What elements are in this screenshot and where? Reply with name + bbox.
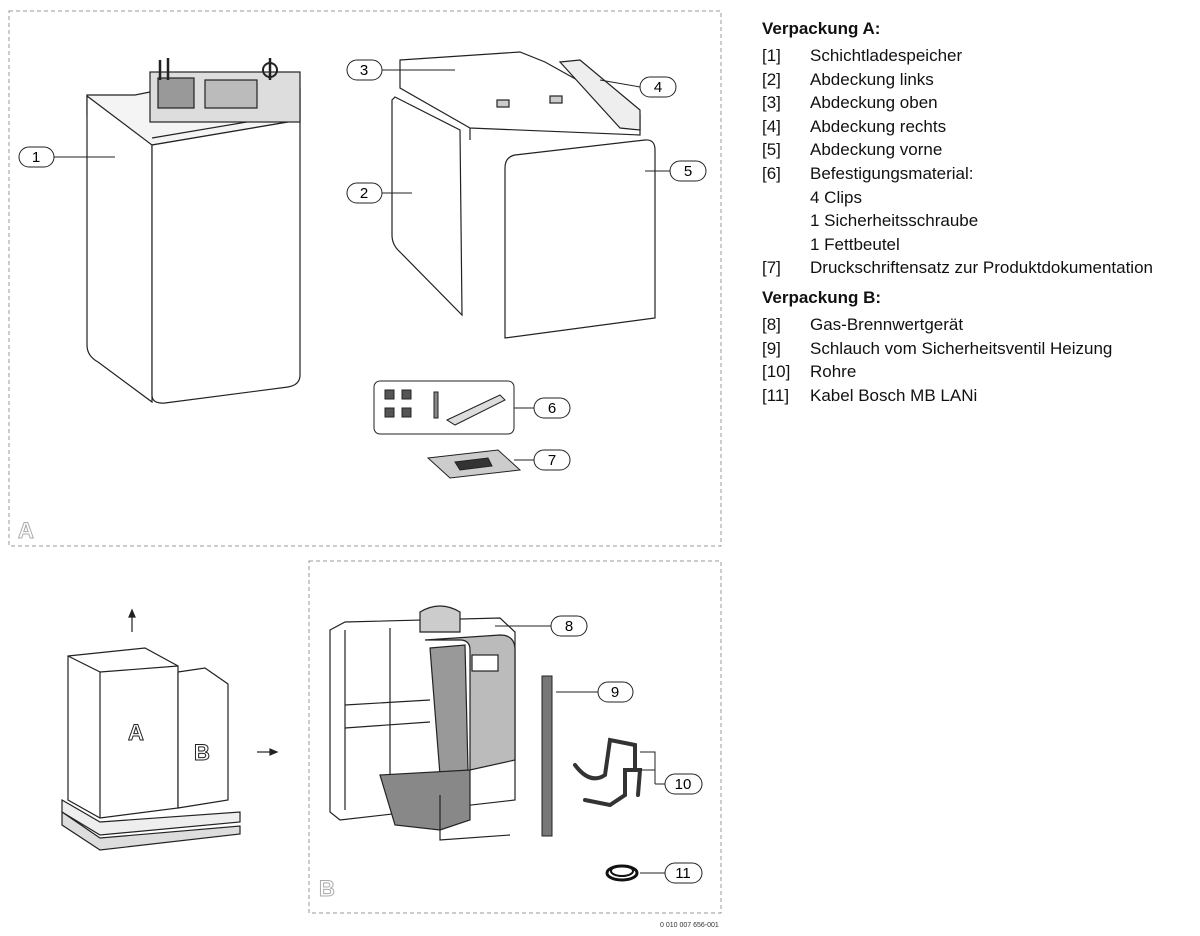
doc-number: 0 010 007 656-001 xyxy=(660,922,719,929)
hose-drawing xyxy=(541,675,553,837)
panel-b-frame xyxy=(308,560,722,914)
legend-item: [7] Druckschriftensatz zur Produktdokumen… xyxy=(762,256,1192,280)
documentation-drawing xyxy=(426,449,522,479)
legend-num: [9] xyxy=(762,338,781,358)
legend-title-a: Verpackung A: xyxy=(762,19,881,38)
callout-5: 5 xyxy=(669,160,707,182)
callout-10-text: 10 xyxy=(675,776,692,793)
legend-item: [4] Abdeckung rechts xyxy=(762,115,1192,139)
callout-4-text: 4 xyxy=(654,79,662,96)
legend-label: Abdeckung rechts xyxy=(810,116,947,136)
right-cover-drawing xyxy=(558,59,641,131)
legend-sub-item: 1 Sicherheitsschraube xyxy=(810,211,979,231)
legend-item: [3] Abdeckung oben xyxy=(762,91,1192,115)
legend-label: Druckschriftensatz zur Produktdokumentat… xyxy=(810,258,1153,278)
legend-num: [6] xyxy=(762,163,781,183)
legend-item: [6] Befestigungsmaterial: xyxy=(762,162,1192,186)
callout-7-text: 7 xyxy=(548,452,556,469)
callout-3-text: 3 xyxy=(360,62,368,79)
callout-2-text: 2 xyxy=(360,185,368,202)
legend-num: [1] xyxy=(762,46,781,65)
legend-item: [11] Kabel Bosch MB LANi xyxy=(762,384,1192,408)
crate-box-b-label: B xyxy=(194,740,210,765)
legend-num: [3] xyxy=(762,93,781,113)
pipes-drawing xyxy=(573,737,643,808)
legend-num: [4] xyxy=(762,116,781,136)
legend-num: [2] xyxy=(762,69,781,89)
fixing-material-drawing xyxy=(373,380,515,435)
legend-num: [11] xyxy=(762,385,790,405)
callout-11-text: 11 xyxy=(675,865,691,882)
legend-label: Befestigungsmaterial: xyxy=(810,163,974,183)
callout-1: 1 xyxy=(18,146,55,168)
legend-title-b: Verpackung B: xyxy=(762,287,882,307)
callout-5-text: 5 xyxy=(684,163,692,180)
callout-1-text: 1 xyxy=(32,149,40,166)
callout-9-text: 9 xyxy=(611,684,619,701)
callout-8-text: 8 xyxy=(565,618,573,635)
legend-item: [5] Abdeckung vorne xyxy=(762,138,1192,162)
callout-3: 3 xyxy=(346,59,383,81)
legend-label: Kabel Bosch MB LANi xyxy=(810,385,978,405)
legend-num: [8] xyxy=(762,314,781,334)
callout-11: 11 xyxy=(664,862,703,884)
legend-label: Schichtladespeicher xyxy=(810,46,963,65)
front-cover-drawing xyxy=(504,139,656,339)
callout-8: 8 xyxy=(550,615,588,637)
callout-9: 9 xyxy=(597,681,634,703)
legend-sub-item: 1 Fettbeutel xyxy=(810,234,900,254)
legend-label: Abdeckung links xyxy=(810,69,934,89)
panel-a-frame xyxy=(8,10,722,547)
legend-label: Abdeckung oben xyxy=(810,93,938,113)
callout-6-text: 6 xyxy=(548,400,556,417)
panel-b-letter: B xyxy=(319,876,335,901)
right-arrow-icon xyxy=(257,748,279,756)
legend-label: Gas-Brennwertgerät xyxy=(810,314,964,334)
left-cover-drawing xyxy=(391,96,463,317)
cable-drawing xyxy=(605,864,639,882)
boiler-drawing xyxy=(329,605,516,841)
callout-10: 10 xyxy=(664,773,703,795)
legend-num: [5] xyxy=(762,140,781,160)
leader-lines xyxy=(54,69,670,874)
up-arrow-icon xyxy=(128,608,136,632)
legend-item: [8] Gas-Brennwertgerät xyxy=(762,313,1192,337)
panel-a-letter: A xyxy=(18,518,34,543)
crate-drawing xyxy=(61,647,241,851)
callout-6: 6 xyxy=(533,397,571,419)
legend-label: Abdeckung vorne xyxy=(810,140,943,160)
callout-4: 4 xyxy=(639,76,677,98)
legend-item: [1] Schichtladespeicher xyxy=(762,44,1192,68)
legend-num: [7] xyxy=(762,258,781,278)
callout-2: 2 xyxy=(346,182,383,204)
legend: Verpackung A: [1] Schichtladespeicher [2]… xyxy=(762,18,1192,407)
legend-label: Schlauch vom Sicherheitsventil Heizung xyxy=(810,338,1113,358)
storage-tank-drawing xyxy=(86,58,301,404)
legend-item: [10] Rohre xyxy=(762,360,1192,384)
legend-item: [9] Schlauch vom Sicherheitsventil Heizun… xyxy=(762,337,1192,361)
legend-num: [10] xyxy=(762,362,791,382)
callout-7: 7 xyxy=(533,449,571,471)
legend-item: [2] Abdeckung links xyxy=(762,68,1192,92)
legend-sub-item: 4 Clips xyxy=(810,187,862,207)
crate-box-a-label: A xyxy=(128,720,144,745)
legend-label: Rohre xyxy=(810,362,857,382)
